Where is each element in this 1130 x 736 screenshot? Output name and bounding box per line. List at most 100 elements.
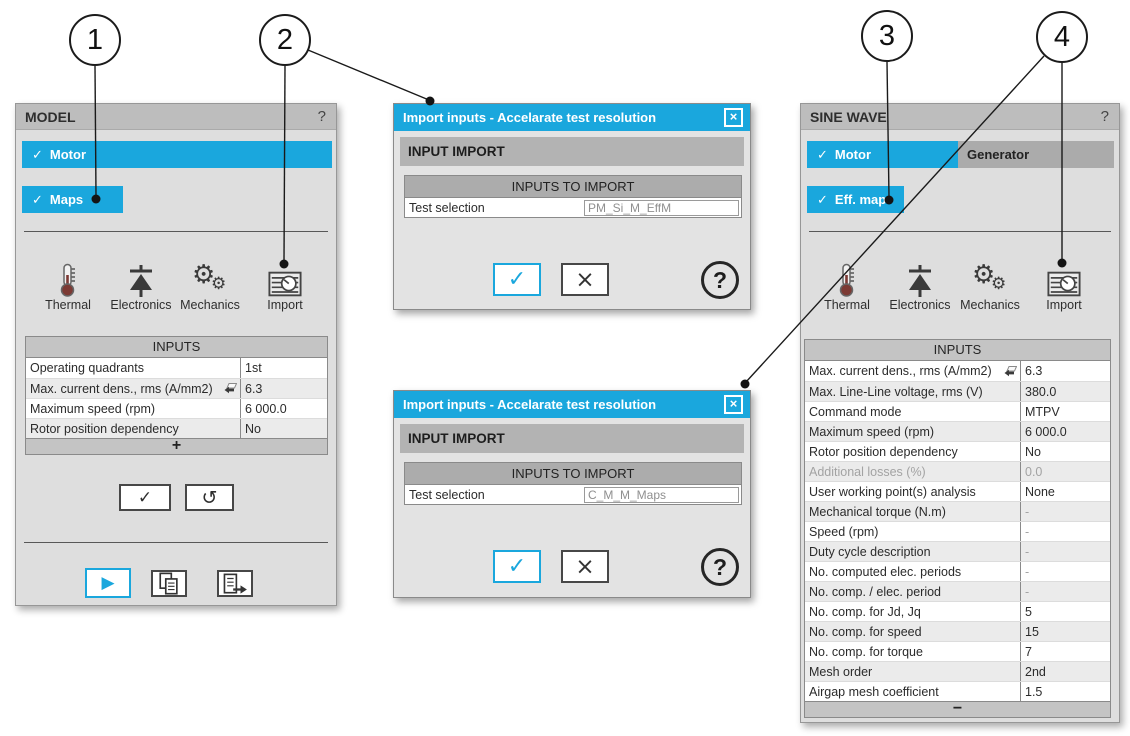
- inputs-to-import-table: INPUTS TO IMPORT Test selection C_M_M_Ma…: [404, 462, 742, 505]
- tab-motor[interactable]: ✓Motor: [22, 141, 332, 168]
- help-icon[interactable]: ?: [317, 108, 326, 125]
- ok-button[interactable]: ✓: [493, 263, 541, 296]
- row-value[interactable]: -: [1020, 502, 1110, 521]
- row-value[interactable]: 5: [1020, 602, 1110, 621]
- row-label: Speed (rpm): [809, 524, 879, 539]
- row-label: User working point(s) analysis: [809, 484, 976, 499]
- run-test-button[interactable]: ▶: [85, 568, 131, 598]
- add-row-button[interactable]: +: [26, 438, 327, 454]
- model-panel: MODEL ? ✓Motor ✓Maps Thermal Electronics…: [15, 103, 337, 606]
- collapse-table-button[interactable]: −: [805, 701, 1110, 717]
- report-button[interactable]: [151, 570, 187, 597]
- tab-motor[interactable]: ✓Motor: [807, 141, 958, 168]
- row-value[interactable]: No: [240, 419, 327, 438]
- table-row[interactable]: No. computed elec. periods -: [805, 561, 1110, 581]
- help-icon[interactable]: ?: [701, 548, 739, 586]
- help-icon[interactable]: ?: [1100, 108, 1109, 125]
- thermal-button[interactable]: Thermal: [29, 260, 107, 312]
- close-icon[interactable]: ×: [724, 108, 743, 127]
- import-icon: [1025, 260, 1103, 297]
- inputs-table-header: INPUTS: [26, 337, 327, 358]
- table-row[interactable]: Rotor position dependency No: [805, 441, 1110, 461]
- ok-button[interactable]: ✓: [493, 550, 541, 583]
- mechanics-label: Mechanics: [960, 298, 1020, 312]
- cancel-button[interactable]: ×: [561, 550, 609, 583]
- input-import-header: INPUT IMPORT: [400, 137, 744, 166]
- apply-button[interactable]: ✓: [119, 484, 171, 511]
- table-row[interactable]: Duty cycle description -: [805, 541, 1110, 561]
- row-value[interactable]: 1st: [240, 358, 327, 378]
- table-row[interactable]: Airgap mesh coefficient 1.5: [805, 681, 1110, 701]
- mechanics-button[interactable]: ⚙⚙ Mechanics: [951, 260, 1029, 312]
- help-icon[interactable]: ?: [701, 261, 739, 299]
- tab-maps-label: Maps: [49, 192, 84, 207]
- row-label: Max. current dens., rms (A/mm2): [809, 364, 992, 378]
- table-row[interactable]: Maximum speed (rpm) 6 000.0: [805, 421, 1110, 441]
- dialog-titlebar[interactable]: Import inputs - Accelarate test resoluti…: [394, 391, 750, 418]
- row-value[interactable]: 6.3: [240, 379, 327, 398]
- thermal-button[interactable]: Thermal: [808, 260, 886, 312]
- row-value[interactable]: 1.5: [1020, 682, 1110, 701]
- table-row[interactable]: No. comp. for Jd, Jq 5: [805, 601, 1110, 621]
- reset-button[interactable]: ↺: [185, 484, 234, 511]
- table-row[interactable]: No. comp. for speed 15: [805, 621, 1110, 641]
- table-row[interactable]: Mesh order 2nd: [805, 661, 1110, 681]
- table-row[interactable]: User working point(s) analysis None: [805, 481, 1110, 501]
- test-selection-value[interactable]: C_M_M_Maps: [584, 486, 739, 503]
- tab-eff-map[interactable]: ✓Eff. map: [807, 186, 904, 213]
- cancel-button[interactable]: ×: [561, 263, 609, 296]
- export-button[interactable]: [217, 570, 253, 597]
- electronics-label: Electronics: [889, 298, 951, 312]
- row-value[interactable]: 15: [1020, 622, 1110, 641]
- gears-icon: ⚙⚙: [192, 260, 227, 294]
- table-row[interactable]: Speed (rpm) -: [805, 521, 1110, 541]
- tab-maps[interactable]: ✓Maps: [22, 186, 123, 213]
- mechanics-label: Mechanics: [180, 298, 240, 312]
- table-row[interactable]: Command mode MTPV: [805, 401, 1110, 421]
- row-value[interactable]: -: [1020, 562, 1110, 581]
- row-value[interactable]: 6.3: [1020, 361, 1110, 381]
- import-button[interactable]: Import: [1025, 260, 1103, 312]
- row-value[interactable]: 0.0: [1020, 462, 1110, 481]
- table-row[interactable]: Max. current dens., rms (A/mm2) 6.3: [805, 361, 1110, 381]
- table-row[interactable]: Maximum speed (rpm) 6 000.0: [26, 398, 327, 418]
- row-value[interactable]: No: [1020, 442, 1110, 461]
- electronics-button[interactable]: Electronics: [881, 260, 959, 312]
- row-label: Rotor position dependency: [809, 444, 958, 459]
- mechanics-button[interactable]: ⚙⚙ Mechanics: [171, 260, 249, 312]
- table-row[interactable]: Rotor position dependency No: [26, 418, 327, 438]
- table-header: INPUTS TO IMPORT: [405, 463, 741, 485]
- dialog-titlebar[interactable]: Import inputs - Accelarate test resoluti…: [394, 104, 750, 131]
- row-value[interactable]: -: [1020, 582, 1110, 601]
- inputs-table: INPUTS Operating quadrants 1st Max. curr…: [25, 336, 328, 455]
- row-value[interactable]: 6 000.0: [1020, 422, 1110, 441]
- electronics-button[interactable]: Electronics: [102, 260, 180, 312]
- table-row[interactable]: No. comp. / elec. period -: [805, 581, 1110, 601]
- row-value[interactable]: 7: [1020, 642, 1110, 661]
- row-value[interactable]: -: [1020, 522, 1110, 541]
- test-selection-value[interactable]: PM_Si_M_EffM: [584, 199, 739, 216]
- import-button[interactable]: Import: [246, 260, 324, 312]
- row-value[interactable]: MTPV: [1020, 402, 1110, 421]
- row-value[interactable]: 380.0: [1020, 382, 1110, 401]
- tab-generator[interactable]: Generator: [958, 141, 1114, 168]
- row-value[interactable]: -: [1020, 542, 1110, 561]
- row-value[interactable]: 6 000.0: [240, 399, 327, 418]
- row-value[interactable]: None: [1020, 482, 1110, 501]
- model-panel-header: MODEL ?: [16, 104, 336, 130]
- row-value[interactable]: 2nd: [1020, 662, 1110, 681]
- table-row[interactable]: Max. Line-Line voltage, rms (V) 380.0: [805, 381, 1110, 401]
- input-import-header: INPUT IMPORT: [400, 424, 744, 453]
- row-label: Command mode: [809, 404, 902, 419]
- thermometer-icon: [808, 260, 886, 297]
- row-label: Test selection: [409, 200, 485, 215]
- close-icon[interactable]: ×: [724, 395, 743, 414]
- table-row[interactable]: Mechanical torque (N.m) -: [805, 501, 1110, 521]
- table-row[interactable]: Max. current dens., rms (A/mm2) 6.3: [26, 378, 327, 398]
- table-row[interactable]: Additional losses (%) 0.0: [805, 461, 1110, 481]
- table-row[interactable]: No. comp. for torque 7: [805, 641, 1110, 661]
- shared-param-icon: [1004, 366, 1017, 377]
- table-row[interactable]: Operating quadrants 1st: [26, 358, 327, 378]
- row-label: Mesh order: [809, 664, 873, 679]
- divider: [809, 231, 1111, 232]
